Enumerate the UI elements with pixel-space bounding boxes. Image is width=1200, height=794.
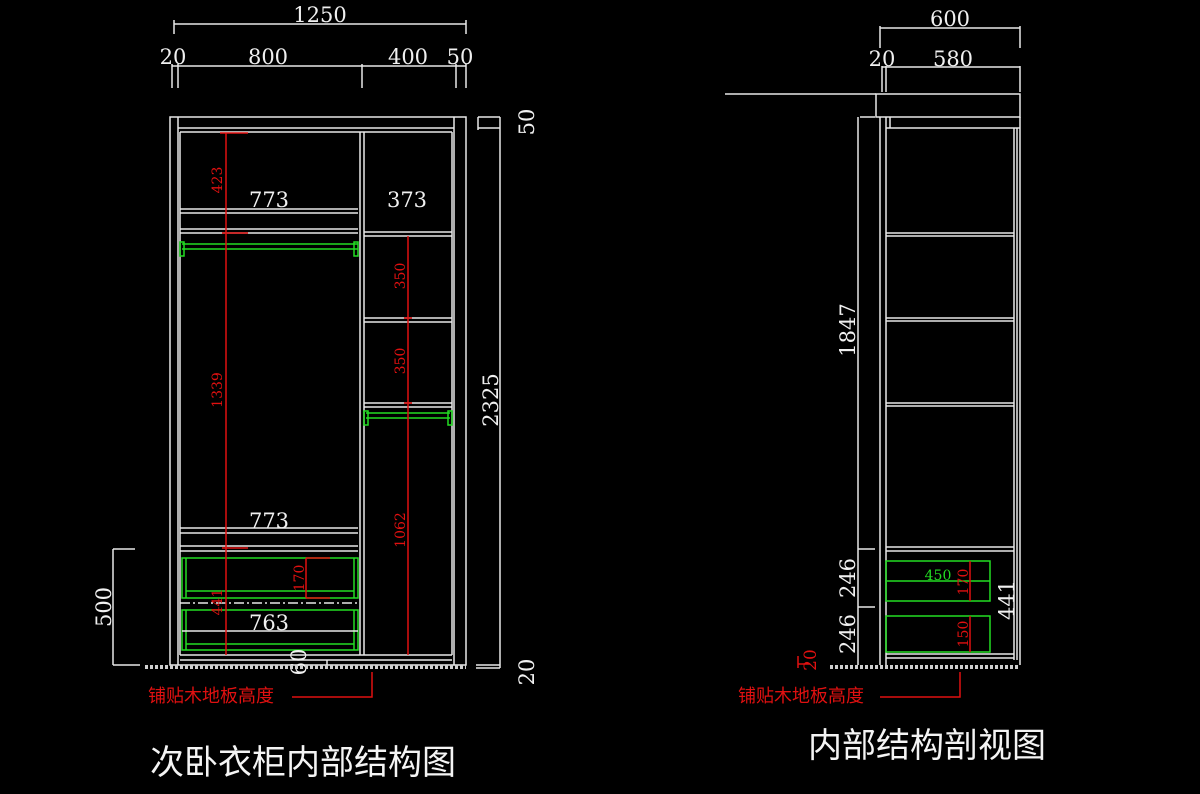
floor-leader-right	[880, 672, 961, 698]
drawer-top	[181, 557, 359, 599]
dim-left-bay: 800	[248, 45, 288, 69]
floor-label: 铺贴木地板高度	[148, 686, 274, 707]
dim-bottom: 20	[515, 659, 539, 686]
floor-leader	[292, 672, 373, 698]
top-box	[875, 93, 1021, 118]
dim-height: 2325	[479, 373, 503, 426]
dim-depth-total: 600	[930, 7, 970, 31]
dim-back: 20	[869, 47, 896, 71]
dim-red-right-2: 350	[393, 348, 409, 375]
dim-red-hang: 1339	[210, 372, 226, 408]
drawer-dim-ticks	[858, 548, 875, 608]
section-drawer-bottom	[885, 615, 991, 653]
dim-shelf-right-top: 373	[387, 188, 427, 212]
hanging-rod-left	[179, 241, 359, 257]
dim-drawer-h1: 170	[956, 569, 972, 596]
left-top-dimensions: 1250 20 800 400 50	[160, 3, 474, 88]
dim-drawer-1: 246	[836, 558, 860, 598]
right-top-dimensions: 600 20 580	[869, 7, 1021, 92]
dim-top: 50	[515, 109, 539, 136]
right-view-title: 内部结构剖视图	[808, 726, 1046, 766]
dim-depth-inner: 580	[933, 47, 973, 71]
left-red-dimensions: 423 1339 441 170 350 350 1062	[210, 132, 412, 655]
dim-shelf-left-mid: 773	[249, 509, 289, 533]
dim-red-right-3: 1062	[393, 512, 409, 548]
dim-plinth: 60	[287, 649, 311, 676]
dim-red-drawers: 441	[210, 589, 226, 616]
dim-drawer-width: 763	[249, 611, 289, 635]
floor-label-right: 铺贴木地板高度	[738, 686, 864, 707]
left-view-title: 次卧衣柜内部结构图	[150, 743, 456, 783]
dim-floor: 20	[801, 649, 821, 671]
section-carcass	[857, 116, 1021, 665]
dim-total-width: 1250	[293, 3, 346, 27]
dim-right-bay: 400	[388, 45, 428, 69]
dim-drawer-h2: 150	[956, 621, 972, 648]
dim-drawer-zone-right: 441	[995, 580, 1019, 620]
dim-red-drawer-h: 170	[292, 565, 308, 592]
floor-dim-red	[797, 656, 810, 668]
dim-red-right-1: 350	[393, 263, 409, 290]
dim-drawer-2: 246	[836, 614, 860, 654]
left-side-dimensions: 50 2325 20 500	[92, 109, 539, 686]
dim-drawer-zone: 500	[92, 587, 116, 627]
dim-red-top: 423	[210, 167, 226, 194]
dim-side-left: 20	[160, 45, 187, 69]
dim-side-right: 50	[447, 45, 474, 69]
drawer-bottom	[181, 609, 359, 651]
section-drawer-top	[885, 560, 991, 602]
left-elevation: 1250 20 800 400 50	[92, 3, 539, 783]
right-section: 600 20 580 450 170 150 441 1847 246 246 …	[725, 7, 1046, 766]
dim-drawer-depth: 450	[925, 568, 952, 584]
dim-shelf-left-top: 773	[249, 188, 289, 212]
dim-upper-height: 1847	[836, 303, 860, 356]
